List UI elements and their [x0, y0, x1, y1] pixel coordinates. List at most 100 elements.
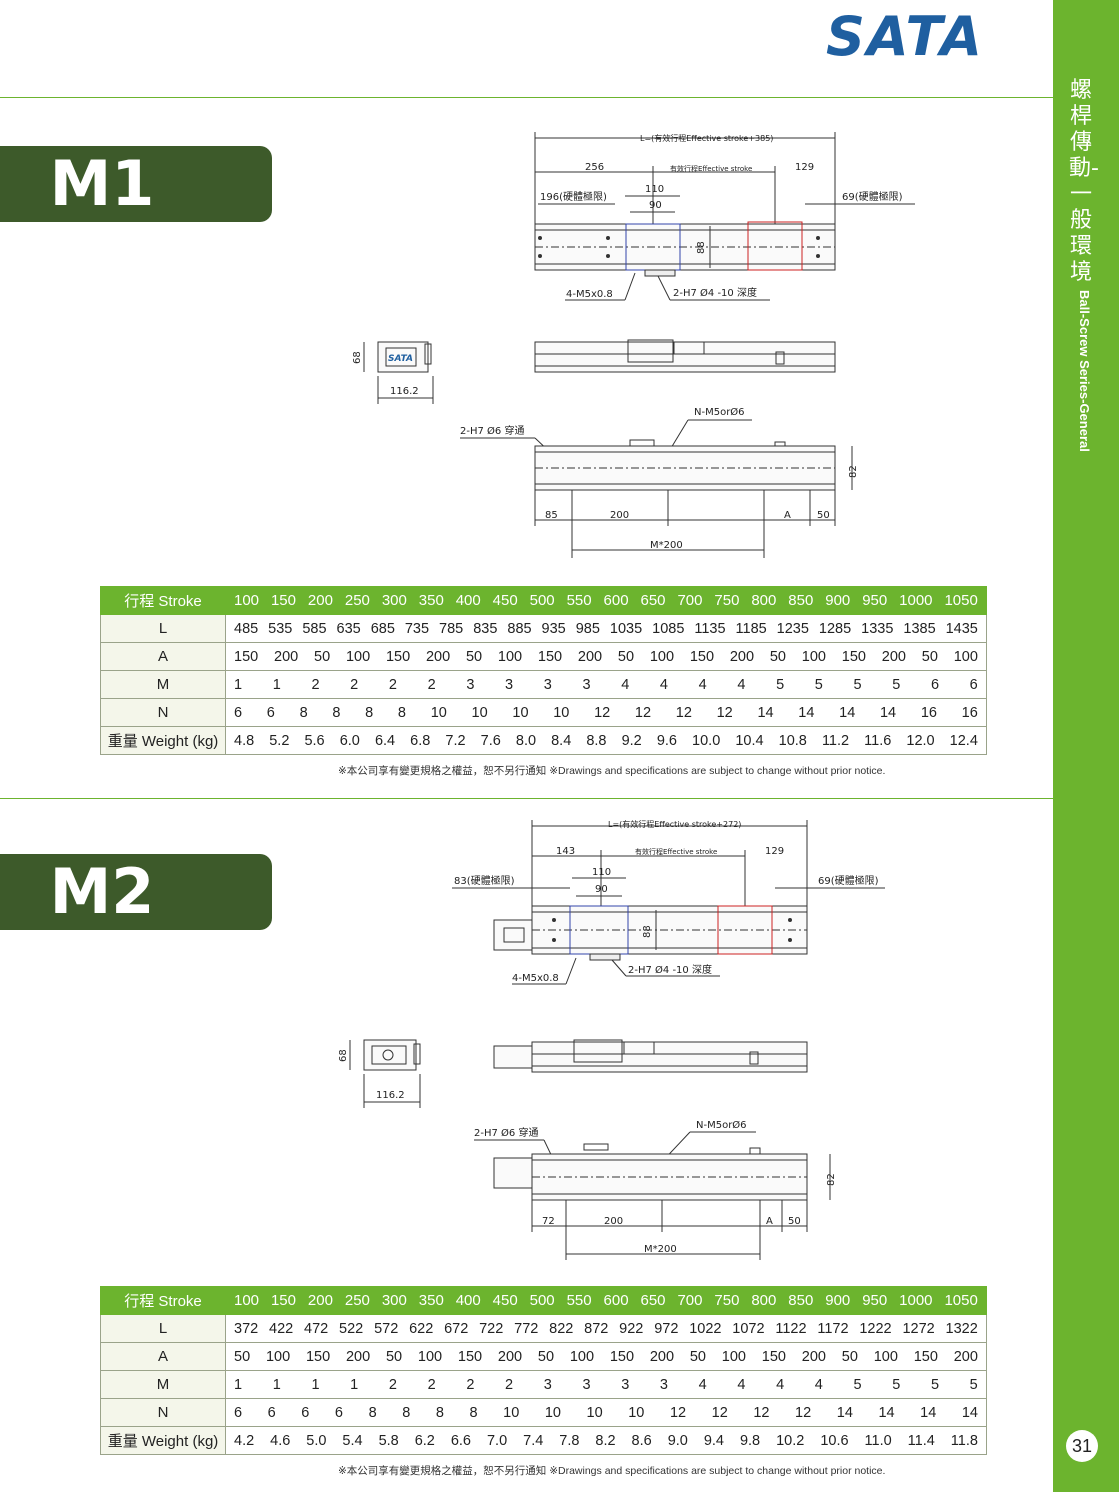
cell: 200: [307, 1292, 333, 1309]
cell: 1235: [776, 620, 809, 637]
row-label: 重量 Weight (kg): [100, 726, 226, 755]
cell: 6.8: [410, 732, 431, 749]
cell: 8: [402, 1404, 411, 1421]
cell: 4: [776, 1376, 785, 1393]
cell: 8: [332, 704, 341, 721]
cell: 5: [969, 1376, 978, 1393]
cell: 150: [385, 648, 411, 665]
cell: 1322: [945, 1320, 978, 1337]
row-label: 行程 Stroke: [100, 1286, 226, 1315]
cell: 9.4: [703, 1432, 724, 1449]
cell: 5: [892, 1376, 901, 1393]
cell: 550: [566, 1292, 592, 1309]
cell: 900: [825, 592, 851, 609]
cell: 200: [274, 648, 299, 665]
m2-pitch: M*200: [644, 1244, 677, 1255]
cell: 12.4: [949, 732, 978, 749]
cell: 4: [737, 676, 746, 693]
model-tab-m2: M2: [0, 854, 272, 930]
cell: 1: [234, 676, 243, 693]
m2-total-length: L=(有效行程Effective stroke+272): [608, 819, 741, 829]
cell: 200: [307, 592, 333, 609]
cell: 12: [795, 1404, 812, 1421]
cell: 50: [465, 648, 483, 665]
cell: 622: [409, 1320, 434, 1337]
cell: 100: [345, 648, 371, 665]
m2-dim-200: 200: [604, 1216, 623, 1227]
m2-dim-90: 90: [595, 884, 608, 895]
cell: 150: [913, 1348, 938, 1365]
row-label: A: [100, 642, 226, 671]
cell: 485: [234, 620, 259, 637]
cell: 672: [444, 1320, 469, 1337]
cell: 50: [314, 648, 331, 665]
cell: 7.4: [523, 1432, 544, 1449]
cell: 3: [543, 676, 552, 693]
cell: 150: [761, 1348, 786, 1365]
cell: 12: [711, 1404, 728, 1421]
cell: 50: [385, 1348, 403, 1365]
cell: 6: [234, 1404, 243, 1421]
cell: 5.8: [378, 1432, 399, 1449]
m1-left-dim: 256: [585, 162, 604, 173]
m1-right-dim: 129: [795, 162, 814, 173]
m1-end-height: 68: [352, 351, 363, 364]
cell: 2: [350, 676, 359, 693]
cell: 1272: [902, 1320, 935, 1337]
cell: 522: [339, 1320, 364, 1337]
cell: 500: [529, 1292, 555, 1309]
cell: 250: [344, 1292, 370, 1309]
m1-total-length: L=(有效行程Effective stroke+385): [640, 133, 773, 143]
sata-logo: SATA: [826, 10, 992, 64]
cell: 1072: [732, 1320, 765, 1337]
row-label: M: [100, 670, 226, 699]
cell: 4.2: [234, 1432, 255, 1449]
cell: 785: [439, 620, 464, 637]
cell: 9.2: [621, 732, 642, 749]
cell: 8.0: [515, 732, 537, 749]
cell: 700: [677, 1292, 703, 1309]
cell: 1: [272, 1376, 281, 1393]
m1-dim-a: A: [784, 510, 791, 521]
cell: 1335: [861, 620, 894, 637]
m1-dim-88: 88: [696, 241, 707, 254]
m2-dim-110: 110: [592, 867, 611, 878]
model-tab-label: M1: [49, 147, 155, 220]
cell: 100: [873, 1348, 898, 1365]
cell: 8: [299, 704, 308, 721]
cell: 14: [961, 1404, 978, 1421]
cell: 450: [492, 592, 518, 609]
cell: 12: [669, 1404, 687, 1421]
cell: 150: [305, 1348, 331, 1365]
cell: 1: [234, 1376, 243, 1393]
cell: 10: [512, 704, 529, 721]
cell: 300: [381, 1292, 407, 1309]
cell: 10: [628, 1404, 645, 1421]
cell: 2: [427, 1376, 436, 1393]
cell: 12.0: [906, 732, 935, 749]
cell: 12: [716, 704, 733, 721]
cell: 550: [566, 592, 592, 609]
cell: 700: [677, 592, 703, 609]
cell: 10: [553, 704, 570, 721]
cell: 4: [659, 676, 668, 693]
cell: 2: [311, 676, 320, 693]
cell: 4: [621, 676, 630, 693]
cell: 572: [374, 1320, 399, 1337]
m2-mount-spec: N-M5orØ6: [696, 1119, 747, 1131]
cell: 8: [365, 704, 374, 721]
cell: 12: [675, 704, 692, 721]
sidebar-title-cn: 螺桿傳動-一般環境: [1069, 78, 1099, 285]
cell: 11.2: [821, 732, 850, 749]
cell: 400: [455, 592, 481, 609]
cell: 735: [404, 620, 430, 637]
cell: 5.6: [304, 732, 325, 749]
m1-through-hole: 2-H7 Ø6 穿通: [460, 424, 524, 437]
